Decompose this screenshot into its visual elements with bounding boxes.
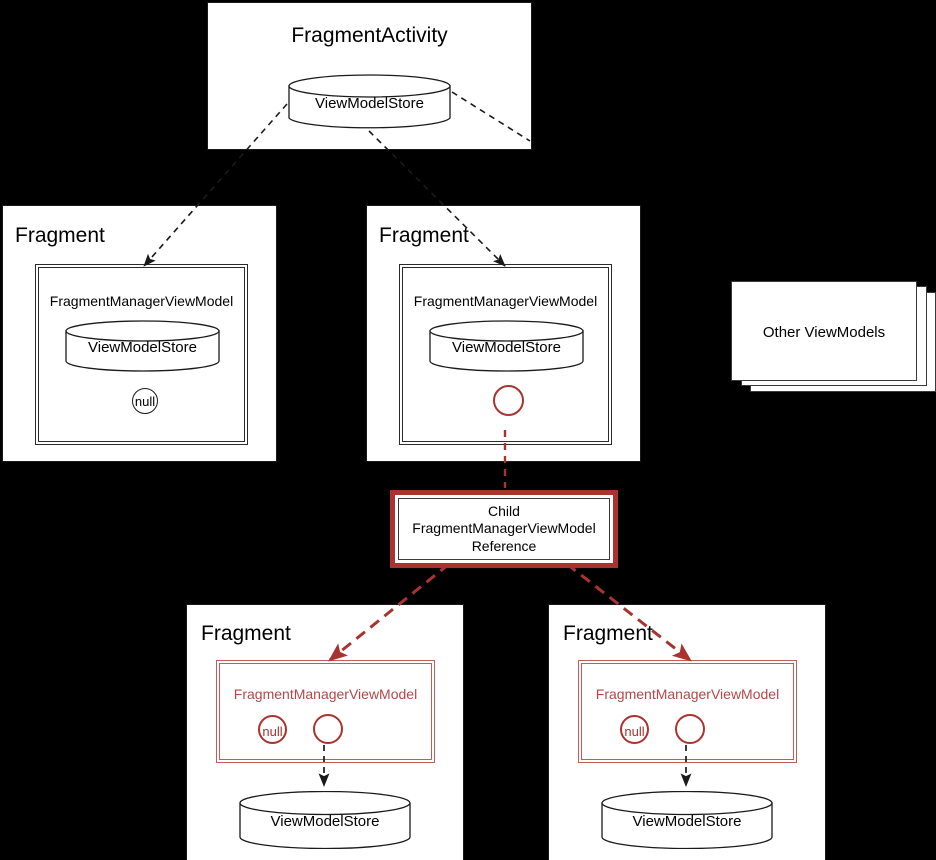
fragment-top-middle-panel: Fragment FragmentManagerViewModel ViewMo… <box>366 205 641 462</box>
fragment-bottom-right-null-circle: null <box>620 715 649 744</box>
fragment-top-middle-fmvm-label: FragmentManagerViewModel <box>413 293 598 309</box>
fragment-bottom-right-title: Fragment <box>563 622 653 645</box>
fragment-bottom-left-null-label: null <box>262 724 283 739</box>
fragment-bottom-right-fmvm-frame: FragmentManagerViewModel null <box>578 660 797 763</box>
activity-viewmodelstore-cylinder: ViewModelStore <box>288 74 451 130</box>
fragment-top-left-null-circle: null <box>132 388 158 414</box>
fragment-bottom-right-viewmodelstore-cylinder: ViewModelStore <box>601 791 773 849</box>
fragment-top-left-fmvm-frame: FragmentManagerViewModel ViewModelStore … <box>35 264 248 445</box>
fragment-bottom-left-title: Fragment <box>201 622 291 645</box>
fragment-top-left-panel: Fragment FragmentManagerViewModel ViewMo… <box>2 205 277 462</box>
other-viewmodels-label: Other ViewModels <box>762 324 886 341</box>
fragment-top-middle-title: Fragment <box>379 224 469 247</box>
child-fmvm-reference-text: Child FragmentManagerViewModel Reference <box>412 503 595 554</box>
fragment-bottom-right-null-label: null <box>624 724 645 739</box>
fragment-top-left-viewmodelstore-cylinder: ViewModelStore <box>65 320 220 372</box>
fragment-top-middle-viewmodelstore-cylinder: ViewModelStore <box>429 320 584 372</box>
fragment-bottom-right-childref-circle <box>675 714 705 744</box>
activity-viewmodelstore-label: ViewModelStore <box>315 95 424 112</box>
fragment-top-left-fmvm-label: FragmentManagerViewModel <box>49 293 234 309</box>
fragment-bottom-left-fmvm-label: FragmentManagerViewModel <box>233 686 418 702</box>
fragment-activity-title: FragmentActivity <box>291 24 448 47</box>
fragment-bottom-right-fmvm-label: FragmentManagerViewModel <box>595 686 780 702</box>
fragment-top-middle-viewmodelstore-label: ViewModelStore <box>452 339 561 356</box>
fragment-top-middle-fmvm-frame: FragmentManagerViewModel ViewModelStore <box>399 264 612 445</box>
fragment-bottom-left-fmvm-frame: FragmentManagerViewModel null <box>216 660 435 763</box>
fragment-top-left-null-label: null <box>134 394 156 409</box>
fragment-bottom-left-viewmodelstore-cylinder: ViewModelStore <box>239 791 411 849</box>
fragment-bottom-left-viewmodelstore-label: ViewModelStore <box>270 813 380 830</box>
child-fmvm-reference-line2: FragmentManagerViewModel <box>412 520 596 537</box>
fragment-top-left-viewmodelstore-label: ViewModelStore <box>88 339 197 356</box>
fragment-bottom-right-panel: Fragment FragmentManagerViewModel null V… <box>548 604 826 860</box>
child-fmvm-reference-line3: Reference <box>471 537 537 554</box>
fragment-top-middle-childref-circle <box>493 385 524 416</box>
fragment-bottom-left-childref-circle <box>313 714 343 744</box>
fragment-top-left-title: Fragment <box>15 224 105 247</box>
fragment-activity-panel: FragmentActivity ViewModelStore <box>207 2 532 150</box>
fragment-bottom-left-panel: Fragment FragmentManagerViewModel null V… <box>186 604 464 860</box>
fragment-bottom-left-null-circle: null <box>258 715 287 744</box>
fragment-bottom-right-viewmodelstore-label: ViewModelStore <box>632 813 742 830</box>
child-fmvm-reference-box: Child FragmentManagerViewModel Reference <box>390 490 618 568</box>
child-fmvm-reference-line1: Child <box>488 503 520 520</box>
other-viewmodels-card-front: Other ViewModels <box>731 281 917 381</box>
